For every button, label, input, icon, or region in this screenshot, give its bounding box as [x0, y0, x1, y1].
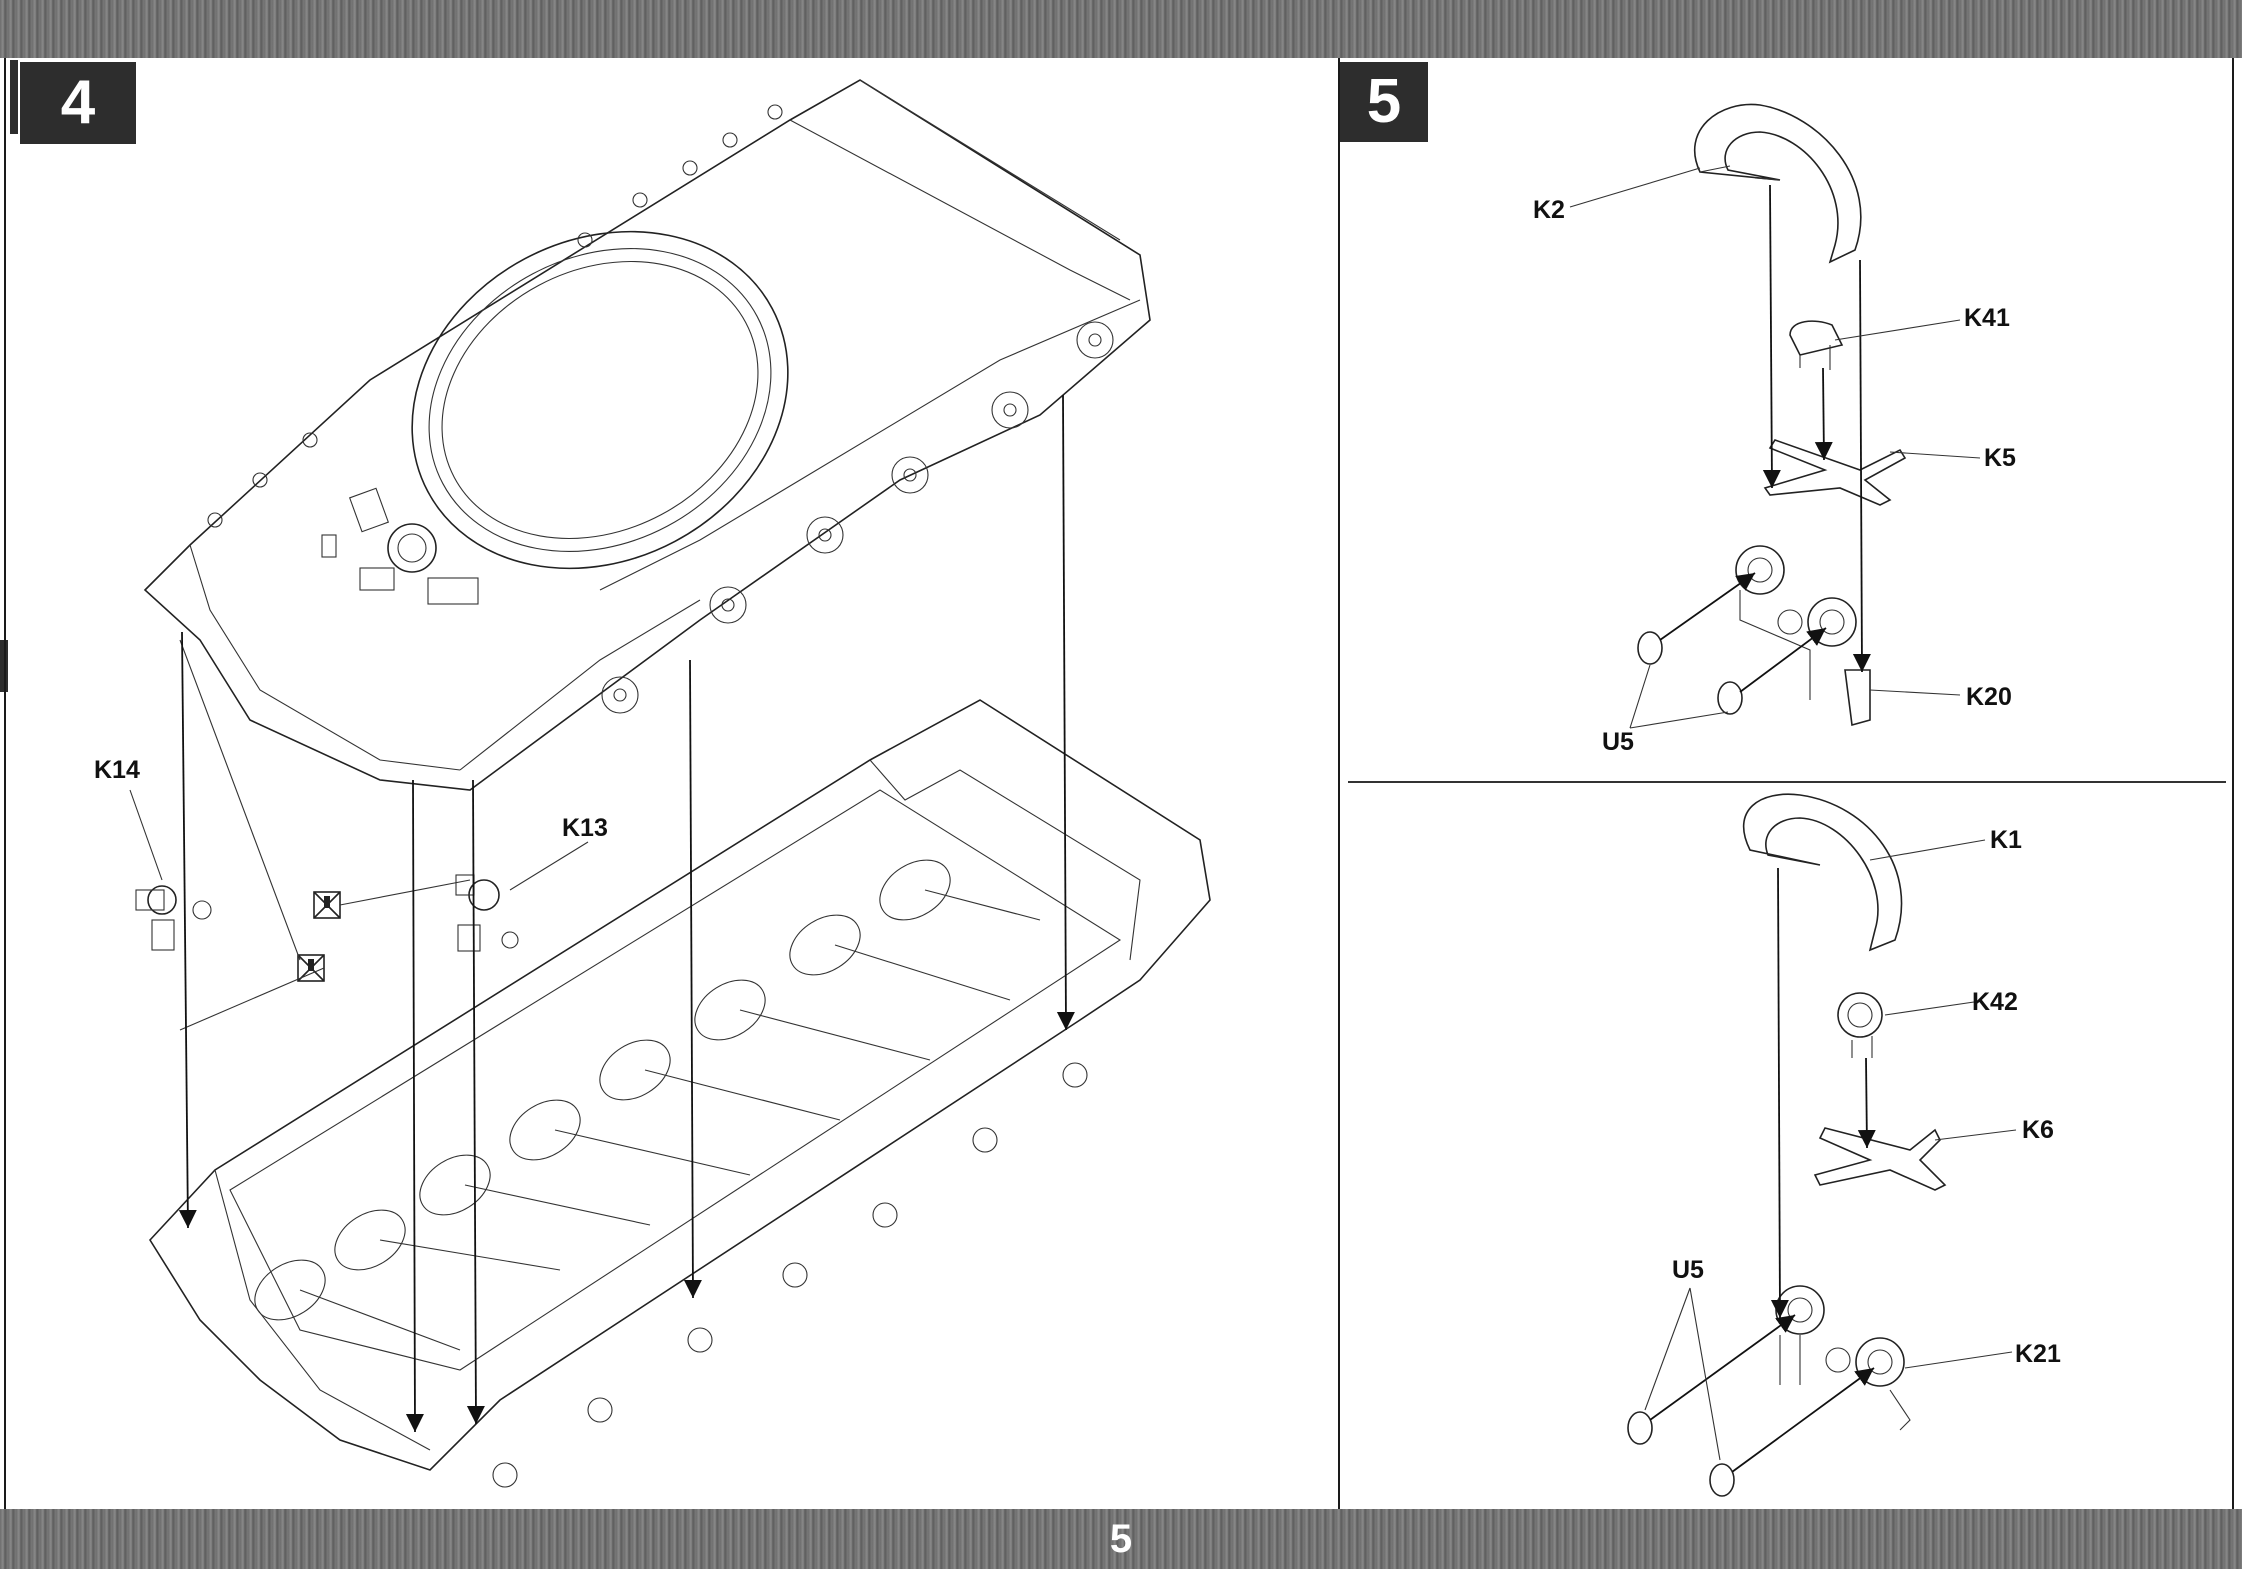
step-5-number: 5 [1340, 62, 1428, 142]
bottom-footer-band: 5 [0, 1509, 2242, 1569]
glue-prohibited-icon [297, 891, 341, 982]
label-k21: K21 [2015, 1340, 2061, 1368]
upper-hull-drawing [143, 79, 1151, 791]
step-4-number: 4 [20, 62, 136, 144]
label-k5: K5 [1984, 444, 2016, 472]
step-divider-vertical [1338, 58, 1340, 1509]
top-header-band [0, 0, 2242, 58]
label-u5-upper: U5 [1602, 728, 1634, 756]
label-k1: K1 [1990, 826, 2022, 854]
step4-accent-bar [10, 60, 18, 134]
step5-lower-drawing [1627, 793, 2017, 1497]
label-k13: K13 [562, 814, 608, 842]
label-k41: K41 [1964, 304, 2010, 332]
label-u5-lower: U5 [1672, 1256, 1704, 1284]
label-k6: K6 [2022, 1116, 2054, 1144]
label-k20: K20 [1966, 683, 2012, 711]
step5-divider-horizontal [1348, 781, 2226, 783]
label-k2: K2 [1533, 196, 1565, 224]
step4-assembly-arrows [178, 394, 1075, 1433]
step5-upper-drawing [1569, 103, 1981, 729]
lower-hull-drawing [148, 699, 1211, 1488]
part-k13-drawing [455, 874, 519, 952]
page-number: 5 [1109, 1517, 1133, 1561]
right-frame-line [2232, 58, 2234, 1509]
label-k14: K14 [94, 756, 140, 784]
left-frame-line [4, 58, 6, 1509]
label-k42: K42 [1972, 988, 2018, 1016]
step4-leader-lines [129, 639, 589, 1031]
part-k14-drawing [135, 885, 212, 951]
